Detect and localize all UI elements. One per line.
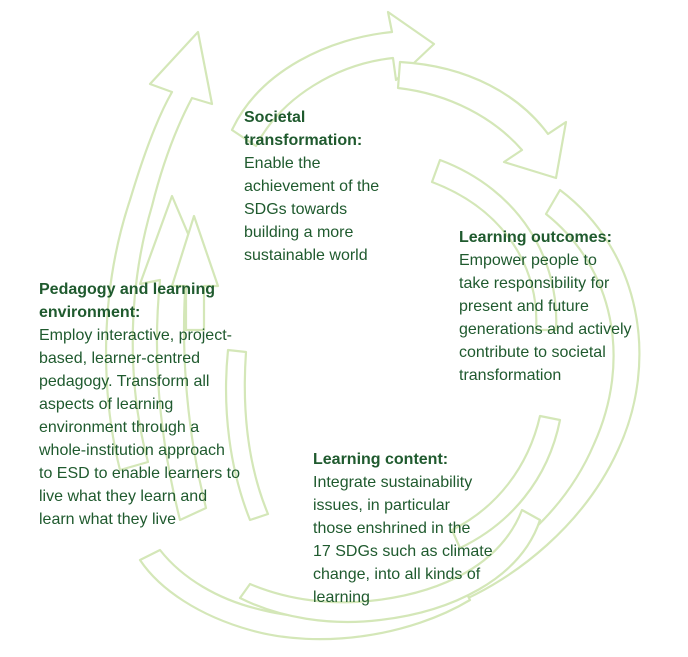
top-arc-arrow — [230, 10, 436, 148]
bottom-right-inner-arc — [450, 414, 562, 550]
learning-outcomes-heading: Learning outcomes: — [459, 229, 612, 246]
center-up-arrowhead — [170, 214, 220, 332]
pedagogy-environment-heading: Pedagogy and learning environment: — [39, 281, 216, 321]
learning-content-block: Learning content: Integrate sustainabili… — [313, 448, 523, 609]
pedagogy-environment-text: Employ interactive, project- based, lear… — [39, 327, 241, 528]
pedagogy-environment-block: Pedagogy and learning environment: Emplo… — [39, 278, 279, 531]
societal-transformation-text: Enable the achievement of the SDGs towar… — [244, 155, 380, 264]
learning-content-text: Integrate sustainability issues, in part… — [313, 474, 493, 606]
left-arc-arrow — [104, 30, 214, 472]
right-arc-arrow — [396, 60, 568, 180]
learning-outcomes-text: Empower people to take responsibility fo… — [459, 252, 632, 384]
inner-small-arc — [224, 348, 270, 522]
societal-transformation-block: Societal transformation: Enable the achi… — [244, 106, 424, 267]
right-middle-arc — [430, 158, 558, 332]
inner-bottom-arc — [238, 508, 542, 624]
societal-transformation-heading: Societal transformation: — [244, 109, 363, 149]
learning-outcomes-block: Learning outcomes: Empower people to tak… — [459, 226, 684, 387]
learning-content-heading: Learning content: — [313, 451, 449, 468]
